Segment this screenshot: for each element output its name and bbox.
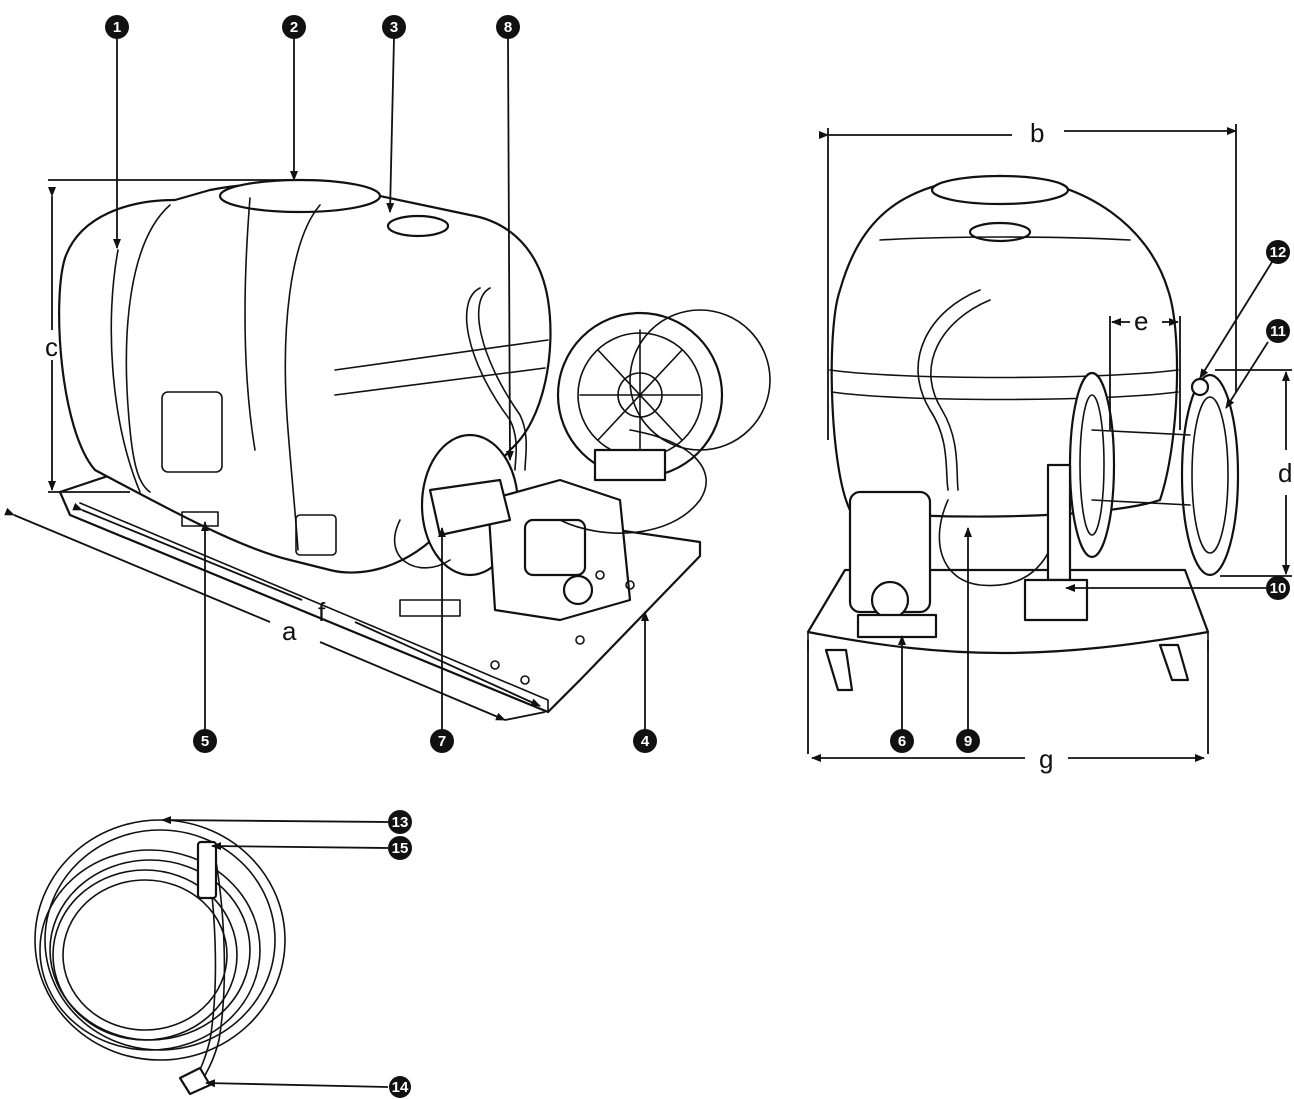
dim-label-b: b xyxy=(1030,118,1044,148)
callout-1: 1 xyxy=(105,15,129,39)
hose-coupling-male xyxy=(196,840,218,900)
end-view xyxy=(806,174,1240,692)
callout-13: 13 xyxy=(388,810,412,834)
dim-label-f: f xyxy=(318,597,326,627)
dimension-f: f xyxy=(72,502,541,707)
callout-2: 2 xyxy=(282,15,306,39)
callout-12: 12 xyxy=(1266,240,1290,264)
svg-text:3: 3 xyxy=(390,19,398,36)
svg-text:12: 12 xyxy=(1270,244,1287,261)
callout-5: 5 xyxy=(193,729,217,753)
dimension-a: a xyxy=(4,507,546,721)
dim-label-a: a xyxy=(282,616,297,646)
callout-3: 3 xyxy=(382,15,406,39)
dimension-g: g xyxy=(807,640,1209,774)
callout-11: 11 xyxy=(1266,319,1290,343)
callout-7: 7 xyxy=(430,729,454,753)
callout-6: 6 xyxy=(890,729,914,753)
callout-4: 4 xyxy=(633,729,657,753)
svg-text:2: 2 xyxy=(290,19,298,36)
dim-label-g: g xyxy=(1039,744,1053,774)
callout-15: 15 xyxy=(388,836,412,860)
svg-text:15: 15 xyxy=(392,840,409,857)
fill-cap xyxy=(386,214,450,238)
dim-label-e: e xyxy=(1134,306,1148,336)
hose-reel xyxy=(556,309,771,534)
svg-text:1: 1 xyxy=(113,19,121,36)
svg-text:14: 14 xyxy=(392,1079,409,1096)
dimension-c: c xyxy=(45,179,290,493)
suction-hose xyxy=(465,287,518,471)
svg-text:8: 8 xyxy=(504,19,512,36)
svg-text:13: 13 xyxy=(392,814,409,831)
svg-text:9: 9 xyxy=(964,733,972,750)
callout-8: 8 xyxy=(496,15,520,39)
callout-14: 14 xyxy=(389,1076,411,1098)
svg-text:7: 7 xyxy=(438,733,446,750)
svg-text:6: 6 xyxy=(898,733,906,750)
callout-9: 9 xyxy=(956,729,980,753)
svg-text:11: 11 xyxy=(1270,323,1286,340)
dimension-b: b xyxy=(819,118,1237,440)
dimension-d: d xyxy=(1215,369,1292,577)
svg-text:4: 4 xyxy=(641,733,650,750)
svg-text:10: 10 xyxy=(1270,580,1287,597)
hose-coupling-female xyxy=(178,1066,212,1096)
tank-lid xyxy=(218,178,382,214)
dim-label-c: c xyxy=(45,332,58,362)
isometric-view xyxy=(58,178,771,714)
dimension-e: e xyxy=(1109,306,1181,430)
svg-text:5: 5 xyxy=(201,733,209,750)
dim-label-d: d xyxy=(1278,458,1292,488)
hose-coil xyxy=(34,819,286,1096)
callout-10: 10 xyxy=(1266,576,1290,600)
end-view-hose-reel xyxy=(1023,371,1240,622)
